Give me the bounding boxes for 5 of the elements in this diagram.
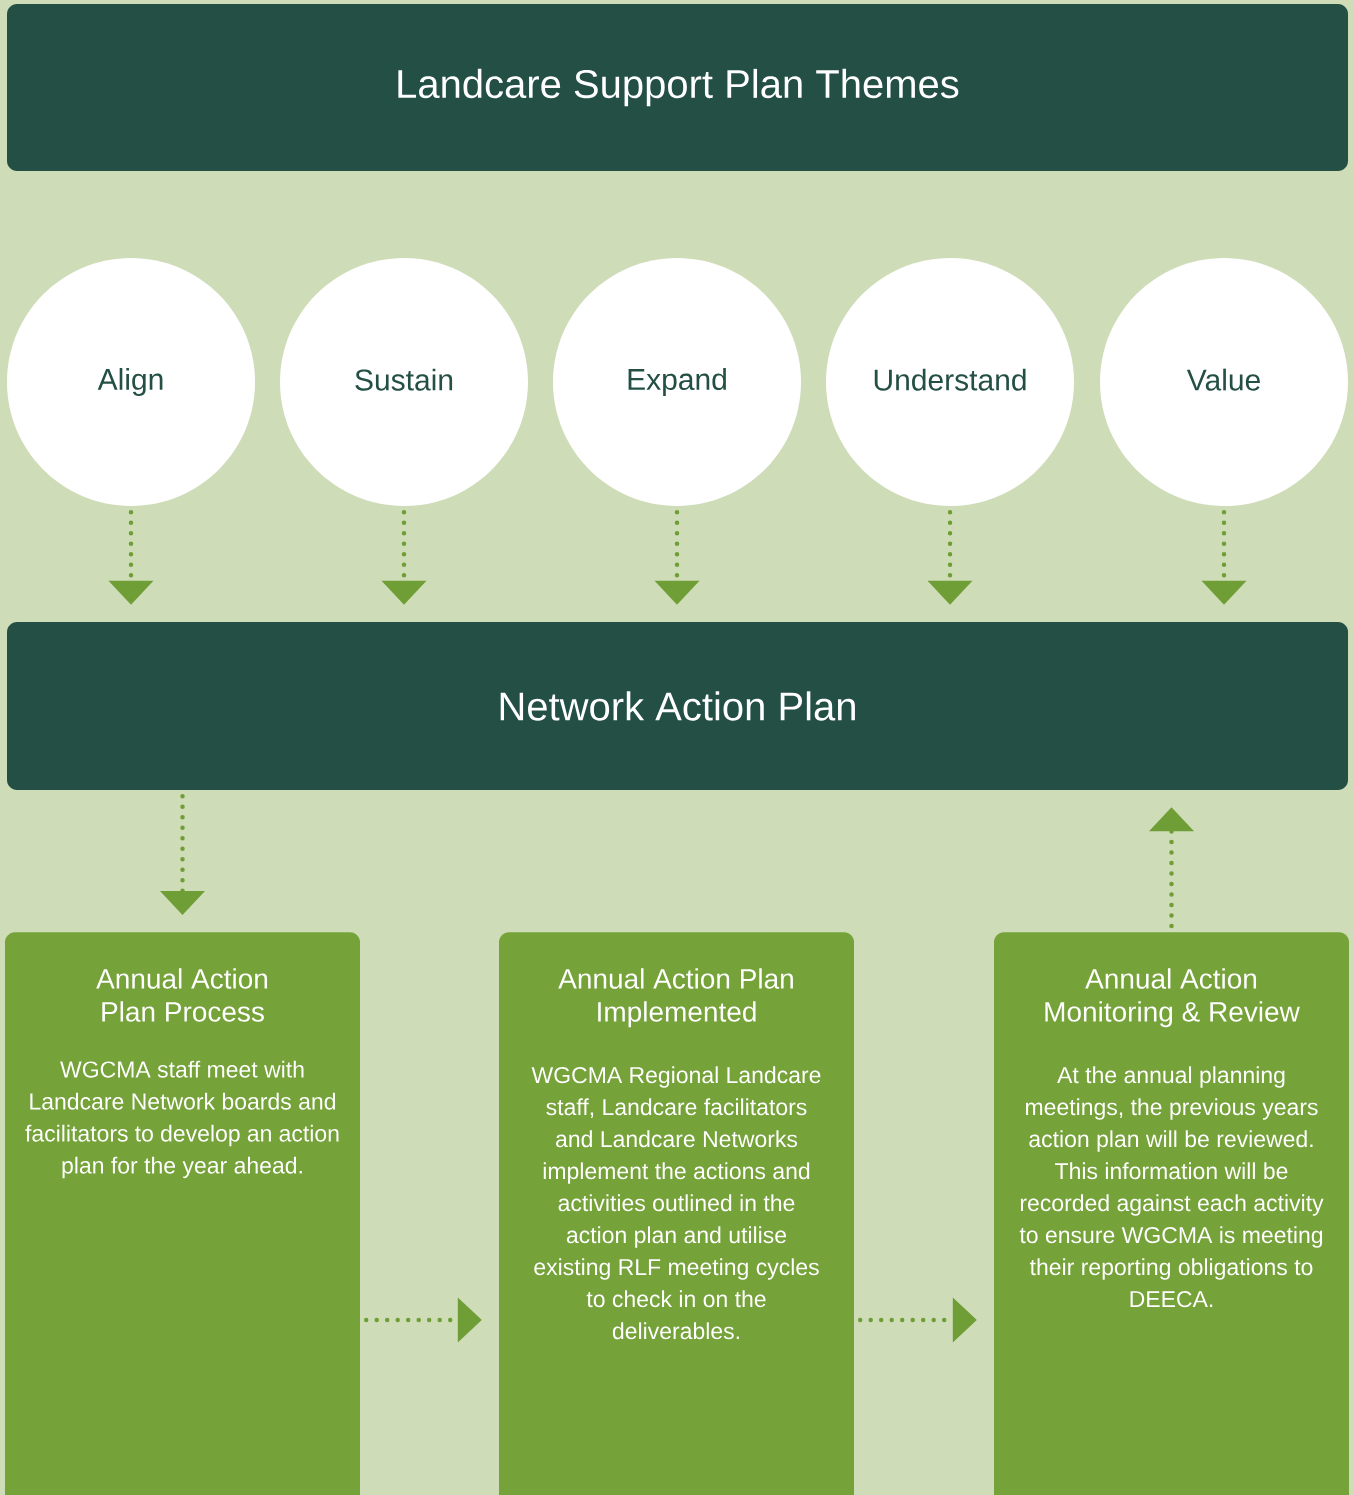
- stage-card: Annual Action Plan Implemented WGCMA Regional Landcare staff, Landcare facilitators and Landcare Networks implement the actions and activities outlined in the action plan and utilise existing RLF meeting cycles to check in on the deliverables.: [499, 932, 854, 1495]
- title-banner: Landcare Support Plan Themes: [7, 4, 1348, 171]
- title-banner: Network Action Plan: [7, 622, 1348, 790]
- stage-card: Annual Action Monitoring & Review At the annual planning meetings, the previous years action plan will be reviewed. This information will be recorded against each activity to ensure WGCMA is meeting their reporting obligations to DEECA.: [994, 932, 1349, 1495]
- stage-card: Annual Action Plan Process WGCMA staff meet with Landcare Network boards and facilitators to develop an action plan for the year ahead.: [5, 932, 360, 1495]
